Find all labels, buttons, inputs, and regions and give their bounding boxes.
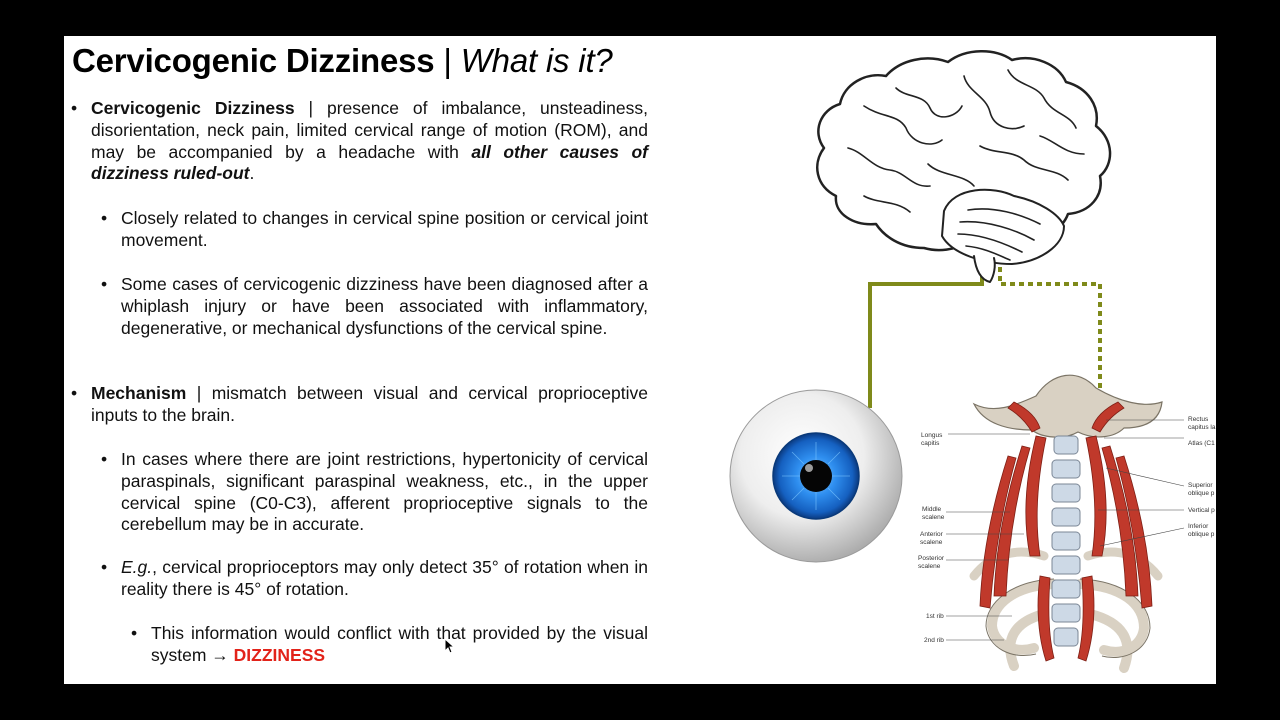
- ribs: [986, 579, 1150, 673]
- term-cervicogenic-dizziness: Cervicogenic Dizziness: [91, 98, 295, 118]
- label-posterior-scalene-2: scalene: [918, 563, 941, 570]
- brain-icon: [816, 50, 1112, 283]
- label-inferior-oblique-2: oblique p: [1188, 531, 1215, 538]
- definition-emphasis: all other causes of dizziness ruled-out: [91, 141, 648, 184]
- neck-anatomy: Longus capitis Middle scalene Anterior s…: [918, 374, 1216, 673]
- dizziness-highlight: DIZZINESS: [233, 644, 326, 665]
- definition-end: .: [249, 163, 255, 184]
- label-middle-scalene-1: Middle: [922, 506, 942, 513]
- bullet-whiplash: Some cases of cervicogenic dizziness hav…: [101, 274, 648, 339]
- bullet-example: E.g., cervical proprioceptors may only d…: [101, 557, 648, 601]
- label-atlas: Atlas (C1: [1188, 440, 1215, 447]
- label-longus-capitis-2: capitis: [921, 440, 940, 447]
- label-vertical-portion: Vertical p: [1188, 507, 1215, 514]
- visual-pathway-line: [868, 249, 984, 408]
- example-text: , cervical proprioceptors may only detec…: [121, 557, 648, 599]
- slide-title: Cervicogenic Dizziness | What is it?: [72, 42, 613, 80]
- rib-outlines: [985, 578, 1151, 658]
- bullet-conflict: This information would conflict with tha…: [131, 623, 648, 667]
- mechanism-text: | mismatch between visual and cervical p…: [91, 383, 648, 425]
- bullet-restrictions: In cases where there are joint restricti…: [101, 449, 648, 536]
- conflict-text: This information would conflict with tha…: [151, 623, 648, 665]
- bullet-mechanism: Mechanism | mismatch between visual and …: [71, 383, 648, 427]
- label-anterior-scalene-2: scalene: [920, 539, 943, 546]
- label-rectus-capitis-2: capitus la: [1188, 424, 1216, 431]
- label-longus-capitis-1: Longus: [921, 432, 943, 439]
- term-mechanism: Mechanism: [91, 383, 187, 403]
- proprioceptive-pathway-line: [998, 249, 1102, 406]
- definition-text: | presence of imbalance, unsteadiness, d…: [91, 98, 648, 162]
- label-first-rib: 1st rib: [926, 613, 944, 620]
- skull-base: [972, 374, 1163, 438]
- label-superior-oblique-1: Superior: [1188, 482, 1213, 489]
- illustration: Longus capitis Middle scalene Anterior s…: [729, 50, 1216, 673]
- mouse-cursor-icon: [444, 638, 454, 654]
- neck-muscles: [979, 401, 1153, 662]
- label-rectus-capitis-1: Rectus: [1188, 416, 1209, 423]
- label-posterior-scalene-1: Posterior: [918, 555, 945, 562]
- title-main: Cervicogenic Dizziness: [72, 42, 435, 79]
- label-anterior-scalene-1: Anterior: [920, 531, 944, 538]
- label-inferior-oblique-1: Inferior: [1188, 523, 1209, 530]
- example-prefix: E.g.: [121, 557, 153, 577]
- label-middle-scalene-2: scalene: [922, 514, 945, 521]
- label-superior-oblique-2: oblique p: [1188, 490, 1215, 497]
- eye-icon: [729, 389, 903, 563]
- label-leaders: [946, 419, 1185, 641]
- label-second-rib: 2nd rib: [924, 637, 944, 644]
- bullet-definition: Cervicogenic Dizziness | presence of imb…: [71, 98, 648, 185]
- bullet-related: Closely related to changes in cervical s…: [101, 208, 648, 252]
- slide: Cervicogenic Dizziness | What is it? Cer…: [64, 36, 1216, 684]
- title-separator: |: [443, 42, 452, 79]
- title-subtitle: What is it?: [460, 42, 613, 79]
- cervical-vertebrae: [1051, 435, 1081, 647]
